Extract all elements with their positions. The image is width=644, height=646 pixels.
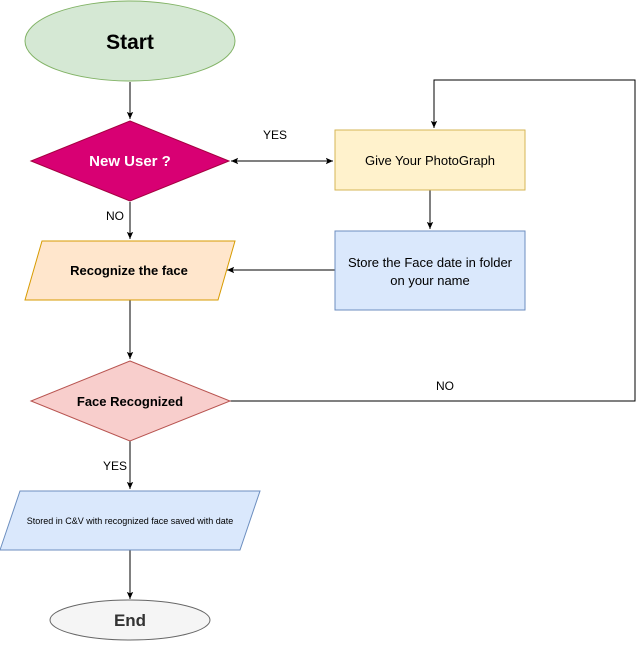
edge-label-no-new-user: NO: [106, 209, 124, 223]
store-face-label-line1: Store the Face date in folder: [348, 255, 513, 270]
store-face-process: [334, 230, 526, 311]
node-stored[interactable]: Stored in C&V with recognized face saved…: [0, 490, 261, 551]
node-recognize[interactable]: Recognize the face: [24, 240, 236, 301]
edge-face-recognized-loop-to-photo: [230, 79, 636, 402]
end-label: End: [114, 611, 146, 630]
new-user-label: New User ?: [89, 153, 171, 170]
start-terminator: [24, 0, 236, 82]
edges: [126, 79, 636, 599]
face-recognized-label: Face Recognized: [77, 394, 183, 409]
end-terminator: [49, 599, 211, 641]
give-photo-label: Give Your PhotoGraph: [365, 153, 495, 168]
node-start[interactable]: Start: [24, 0, 236, 82]
give-photo-process: [334, 129, 526, 191]
edge-label-yes-face: YES: [103, 459, 127, 473]
node-face-recognized[interactable]: Face Recognized: [29, 360, 232, 442]
start-label: Start: [106, 31, 154, 54]
new-user-decision: [29, 120, 231, 202]
recognize-label: Recognize the face: [70, 263, 188, 278]
node-new-user[interactable]: New User ?: [29, 120, 231, 202]
recognize-data-io: [24, 240, 236, 301]
edge-label-no-face: NO: [436, 379, 454, 393]
edge-label-yes-new-user: YES: [263, 128, 287, 142]
node-give-photo[interactable]: Give Your PhotoGraph: [334, 129, 526, 191]
node-store-face[interactable]: Store the Face date in folder on your na…: [334, 230, 526, 311]
stored-data-io: [0, 490, 261, 551]
store-face-label-line2: on your name: [390, 273, 470, 288]
face-recognized-decision: [29, 360, 232, 442]
node-end[interactable]: End: [49, 599, 211, 641]
stored-label: Stored in C&V with recognized face saved…: [27, 516, 234, 526]
